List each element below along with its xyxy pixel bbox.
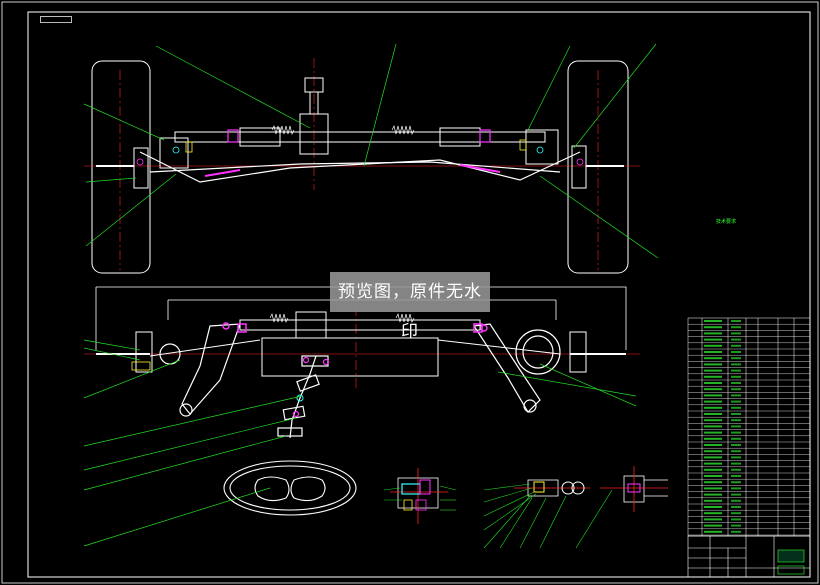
parts-row-mark	[731, 475, 741, 477]
parts-row-mark	[704, 456, 722, 459]
parts-row-mark	[731, 512, 741, 515]
parts-row-mark	[704, 363, 722, 366]
parts-row-mark	[704, 487, 722, 490]
parts-row-mark	[731, 456, 741, 459]
parts-row-mark	[704, 406, 722, 409]
parts-row-mark	[731, 524, 741, 527]
parts-row-mark	[731, 419, 741, 422]
parts-row-mark	[731, 344, 741, 347]
parts-row-mark	[731, 363, 741, 366]
parts-row-mark	[704, 499, 722, 502]
parts-row-mark	[704, 338, 722, 341]
parts-row-mark	[704, 506, 722, 508]
parts-row-mark	[731, 530, 741, 533]
parts-row-mark	[731, 351, 741, 353]
left-wheel-top	[91, 60, 151, 274]
parts-row-mark	[731, 332, 741, 335]
parts-row-mark	[731, 431, 741, 434]
title-block	[687, 535, 811, 578]
parts-row-mark	[704, 475, 722, 477]
parts-row-mark	[731, 382, 741, 384]
parts-row-mark	[704, 351, 722, 353]
parts-row-mark	[731, 450, 741, 453]
parts-row-mark	[731, 425, 741, 428]
parts-list-text	[704, 320, 741, 533]
parts-row-mark	[731, 400, 741, 403]
parts-row-mark	[704, 512, 722, 515]
top-view-leaders	[83, 43, 659, 259]
detail-view-c	[575, 466, 668, 549]
parts-row-mark	[704, 524, 722, 527]
parts-row-mark	[731, 499, 741, 502]
parts-row-mark	[704, 419, 722, 422]
parts-row-mark	[704, 400, 722, 403]
parts-row-mark	[704, 530, 722, 533]
parts-row-mark	[731, 394, 741, 397]
parts-row-mark	[731, 375, 741, 378]
detail-view-b	[483, 479, 590, 549]
parts-row-mark	[704, 481, 722, 484]
parts-row-mark	[704, 468, 722, 471]
parts-row-mark	[731, 369, 741, 372]
parts-row-mark	[731, 437, 741, 440]
parts-row-mark	[704, 332, 722, 335]
title-tag	[40, 16, 72, 23]
parts-row-mark	[731, 413, 741, 415]
parts-row-mark	[704, 320, 722, 322]
parts-row-mark	[704, 518, 722, 521]
parts-row-mark	[731, 326, 741, 329]
parts-list-rows	[688, 324, 810, 536]
watermark: 预览图，原件无水印	[330, 272, 490, 342]
parts-row-mark	[731, 518, 741, 521]
parts-row-mark	[704, 493, 722, 496]
parts-row-mark	[704, 450, 722, 453]
parts-row-mark	[731, 320, 741, 322]
steering-wheel	[223, 460, 357, 516]
parts-row-mark	[704, 425, 722, 428]
right-wheel-top	[567, 60, 629, 274]
parts-row-mark	[704, 394, 722, 397]
parts-row-mark	[731, 388, 741, 391]
parts-row-mark	[704, 462, 722, 465]
parts-row-mark	[704, 357, 722, 360]
parts-row-mark	[704, 413, 722, 415]
parts-row-mark	[704, 344, 722, 347]
parts-row-mark	[731, 506, 741, 508]
parts-row-mark	[731, 357, 741, 360]
parts-row-mark	[704, 437, 722, 440]
parts-row-mark	[731, 462, 741, 465]
parts-row-mark	[731, 493, 741, 496]
parts-row-mark	[731, 468, 741, 471]
top-view	[84, 58, 640, 274]
parts-row-mark	[704, 326, 722, 329]
front-view	[84, 286, 640, 516]
parts-row-mark	[704, 431, 722, 434]
parts-row-mark	[731, 487, 741, 490]
parts-row-mark	[731, 481, 741, 484]
parts-row-mark	[704, 388, 722, 391]
notes-title: 技术要求	[716, 219, 737, 225]
parts-row-mark	[731, 338, 741, 341]
parts-row-mark	[704, 444, 722, 446]
parts-row-mark	[731, 444, 741, 446]
front-view-leaders	[83, 339, 637, 547]
parts-row-mark	[731, 406, 741, 409]
parts-row-mark	[704, 369, 722, 372]
detail-view-a	[383, 468, 457, 524]
parts-row-mark	[704, 375, 722, 378]
parts-row-mark	[704, 382, 722, 384]
